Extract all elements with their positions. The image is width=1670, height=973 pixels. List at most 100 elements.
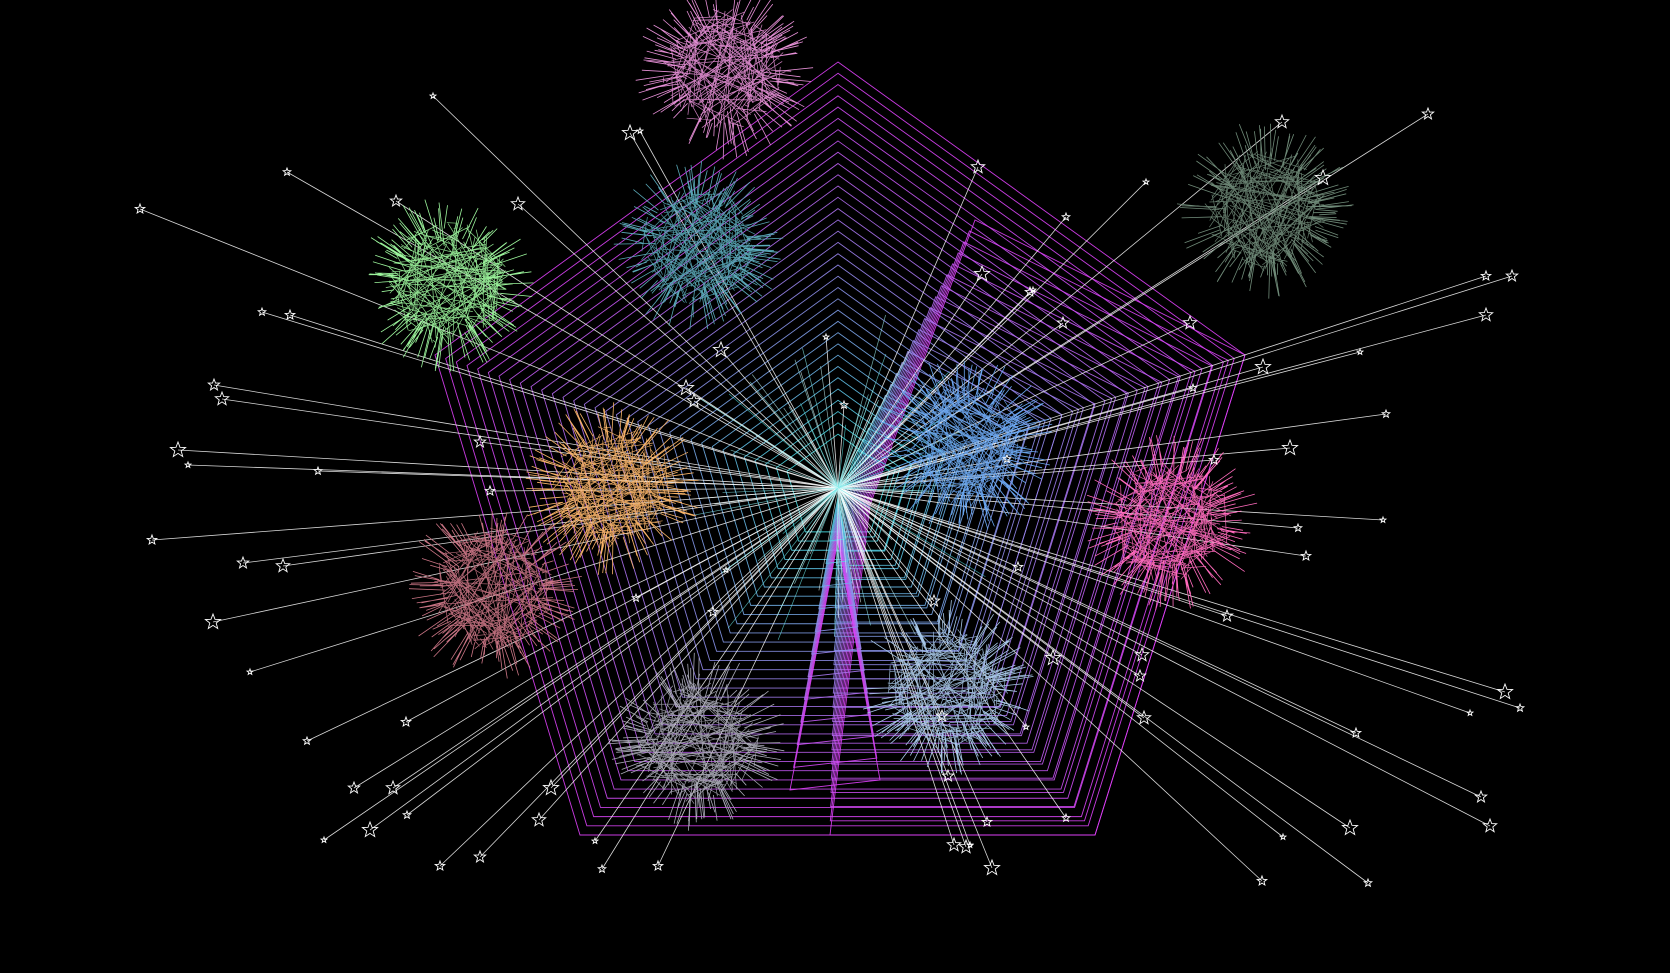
star-icon: [1505, 268, 1519, 282]
star-icon: [1255, 874, 1269, 887]
center-ray: [773, 487, 839, 551]
ray-line: [837, 487, 943, 717]
center-ray: [837, 487, 844, 603]
pentagon-outline: [803, 524, 868, 700]
star-icon: [1182, 314, 1198, 330]
star-icon: [319, 835, 329, 844]
center-ray: [837, 385, 876, 489]
star-icon: [483, 484, 497, 497]
star-icon: [433, 859, 447, 872]
center-ray: [837, 487, 886, 608]
center-ray: [837, 314, 886, 489]
star-icon: [275, 557, 291, 573]
center-ray: [782, 487, 839, 534]
star-icon: [145, 533, 159, 546]
center-ray: [837, 350, 910, 489]
ray-line: [306, 487, 839, 742]
center-ray: [834, 487, 839, 636]
pentagon-outline: [831, 274, 1163, 765]
star-icon: [1478, 306, 1494, 322]
star-icon: [1220, 608, 1234, 622]
center-ray: [837, 402, 878, 489]
ray-line: [837, 166, 979, 489]
ray-line: [837, 273, 983, 489]
ray-line: [825, 336, 839, 489]
star-icon: [941, 768, 955, 782]
star-icon: [590, 836, 600, 845]
star-icon: [1314, 168, 1332, 186]
center-ray: [837, 394, 869, 489]
ray-line: [837, 487, 1471, 714]
ball-spikes: [1086, 435, 1258, 611]
star-icon: [946, 836, 962, 852]
center-ray: [800, 403, 839, 489]
star-icon: [635, 126, 645, 135]
pentagon-outline: [818, 508, 856, 610]
ray-line: [353, 487, 839, 789]
ray-line: [323, 487, 839, 841]
ray-line: [242, 487, 839, 564]
teal-ball: [613, 160, 784, 330]
ray-line: [837, 322, 1064, 489]
ray-line: [629, 132, 839, 489]
center-ray: [776, 487, 839, 617]
star-icon: [1060, 211, 1072, 222]
pentagon-outline: [814, 512, 859, 632]
star-icon: [473, 849, 487, 863]
ray-line: [837, 487, 1482, 798]
center-ray: [727, 487, 839, 629]
rose-ball: [408, 510, 582, 679]
star-icon: [283, 308, 297, 321]
star-icon: [1001, 453, 1013, 464]
ball-scribble: [551, 426, 674, 548]
star-icon: [183, 460, 193, 469]
center-ray: [837, 463, 919, 489]
center-ray: [749, 381, 839, 489]
center-ray: [837, 431, 960, 489]
ray-line: [837, 216, 1067, 489]
blue-ball: [879, 361, 1053, 530]
ball-spikes: [635, 0, 814, 160]
ray-line: [837, 459, 1215, 489]
ray-line: [837, 487, 1019, 568]
star-icon: [980, 815, 994, 828]
ray-line: [479, 441, 839, 489]
star-icon: [133, 202, 147, 215]
star-icon: [207, 377, 221, 391]
pentagon-outline: [583, 219, 1095, 707]
star-icon: [1281, 438, 1299, 456]
star-icon: [712, 340, 730, 358]
star-icon: [531, 811, 547, 827]
pentagon-outline: [807, 520, 865, 678]
star-icon: [973, 264, 991, 282]
star-icon: [677, 378, 695, 396]
ray-line: [212, 487, 839, 623]
star-icon: [1514, 702, 1526, 713]
ray-line: [550, 487, 839, 789]
ray-line: [213, 384, 839, 489]
star-icon: [970, 158, 986, 174]
star-icon: [169, 440, 187, 458]
center-ray: [730, 449, 839, 489]
ray-line: [693, 400, 839, 489]
gray-ball: [607, 652, 785, 831]
center-ray: [818, 487, 839, 591]
star-icon: [596, 863, 608, 874]
ray-line: [837, 413, 1387, 489]
ball-scribble: [636, 681, 759, 804]
center-ray: [802, 348, 839, 489]
ball-spikes: [607, 652, 785, 831]
pentagon-outline: [832, 329, 1080, 694]
star-icon: [1141, 177, 1151, 186]
star-icon: [1496, 682, 1514, 700]
star-icon: [361, 820, 379, 838]
ray-line: [837, 487, 1307, 557]
center-ray: [837, 424, 847, 489]
ray-line: [837, 314, 1487, 489]
pentagon-outline: [594, 230, 1084, 698]
pentagon-outline: [830, 252, 1196, 793]
star-icon: [1278, 832, 1288, 841]
star-icon: [399, 715, 413, 728]
